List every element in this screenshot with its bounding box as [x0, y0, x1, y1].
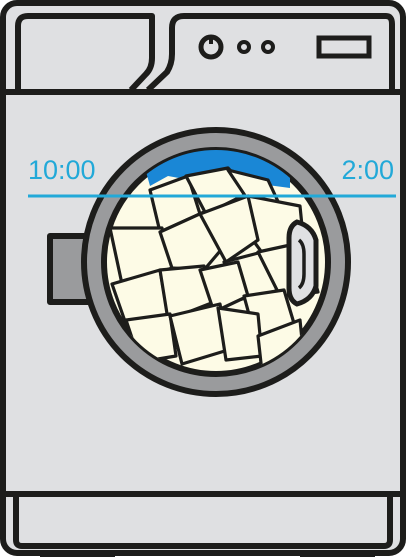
label-10-00: 10:00: [28, 155, 96, 185]
foot-left: [40, 550, 115, 557]
label-2-00: 2:00: [341, 155, 394, 185]
foot-right: [300, 550, 375, 557]
